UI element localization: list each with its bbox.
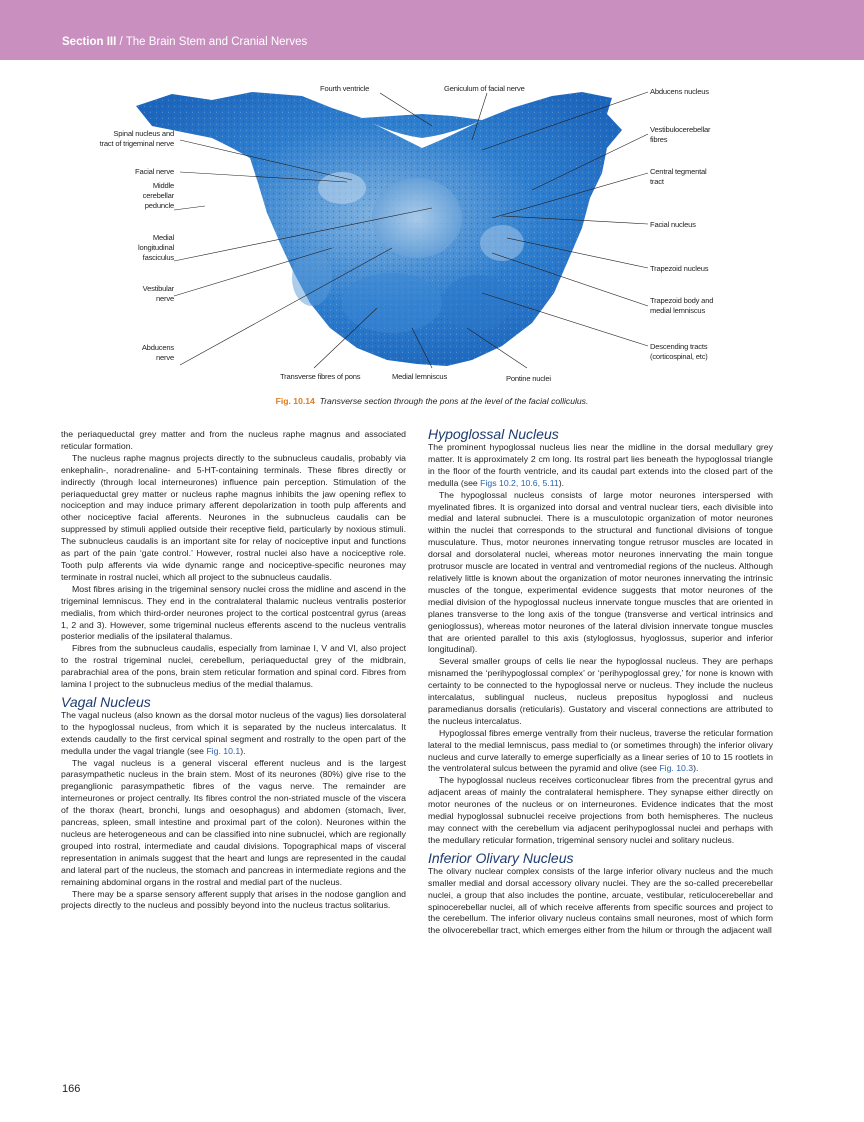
paragraph: Fibres from the subnucleus caudalis, esp… <box>61 643 406 690</box>
paragraph: There may be a sparse sensory afferent s… <box>61 888 406 911</box>
section-title: The Brain Stem and Cranial Nerves <box>125 36 308 48</box>
label-trapezoid-body-1: Trapezoid body and <box>650 296 713 305</box>
paragraph-text: ). <box>240 745 246 756</box>
label-medial-lemniscus: Medial lemniscus <box>392 372 447 381</box>
paragraph: The vagal nucleus (also known as the dor… <box>61 710 406 758</box>
paragraph: Several smaller groups of cells lie near… <box>428 656 773 726</box>
paragraph: Most fibres arising in the trigeminal se… <box>61 583 406 642</box>
label-facial-nucleus: Facial nucleus <box>650 220 696 229</box>
page-number: 166 <box>62 1083 81 1095</box>
label-abducens-nerve-1: Abducens <box>142 343 175 352</box>
label-vestibulocerebellar-2: fibres <box>650 135 668 144</box>
left-column: the periaqueductal grey matter and from … <box>61 429 406 912</box>
figure-reference-link[interactable]: Figs 10.2, 10.6, 5.11 <box>480 477 559 488</box>
label-mcp-2: cerebellar <box>143 191 175 200</box>
label-spinal-nucleus-1: Spinal nucleus and <box>113 129 174 138</box>
section-number: Section III <box>62 36 117 48</box>
section-header: Section III / The Brain Stem and Cranial… <box>0 0 864 60</box>
label-mcp-3: peduncle <box>145 201 174 210</box>
paragraph-text: ). <box>693 763 699 774</box>
paragraph-text: ). <box>558 477 565 488</box>
figure-pons-section: Fourth ventricle Geniculum of facial ner… <box>62 78 802 388</box>
caption-text: Transverse section through the pons at t… <box>319 396 589 406</box>
figure-caption: Fig. 10.14 Transverse section through th… <box>0 396 864 406</box>
heading-hypoglossal-nucleus: Hypoglossal Nucleus <box>428 426 559 442</box>
figure-reference-link[interactable]: Fig. 10.3 <box>659 763 694 774</box>
label-spinal-nucleus-2: tract of trigeminal nerve <box>100 139 174 148</box>
label-fourth-ventricle: Fourth ventricle <box>320 84 369 93</box>
heading-inferior-olivary-nucleus: Inferior Olivary Nucleus <box>428 849 574 866</box>
label-facial-nerve: Facial nerve <box>135 167 174 176</box>
figure-reference-link[interactable]: Fig. 10.1 <box>206 745 241 756</box>
running-head: Section III / The Brain Stem and Cranial… <box>62 36 307 48</box>
label-vestibular-nerve-1: Vestibular <box>143 284 175 293</box>
paragraph: The hypoglossal nucleus receives cortico… <box>428 775 773 845</box>
paragraph-text: Hypoglossal fibres emerge ventrally from… <box>428 727 773 774</box>
paragraph: The vagal nucleus is a general visceral … <box>61 757 406 887</box>
paragraph: The prominent hypoglossal nucleus lies n… <box>428 442 773 490</box>
label-mcp-1: Middle <box>153 181 174 190</box>
label-mlf-1: Medial <box>153 233 175 242</box>
right-column: Hypoglossal Nucleus The prominent hypogl… <box>428 426 773 937</box>
figure-number: Fig. 10.14 <box>275 396 315 406</box>
label-ctt-2: tract <box>650 177 665 186</box>
label-trapezoid-nucleus: Trapezoid nucleus <box>650 264 709 273</box>
label-geniculum: Geniculum of facial nerve <box>444 84 525 93</box>
label-vestibular-nerve-2: nerve <box>156 294 174 303</box>
pons-section-image: Fourth ventricle Geniculum of facial ner… <box>100 84 714 383</box>
label-ctt-1: Central tegmental <box>650 167 707 176</box>
label-abducens-nucleus: Abducens nucleus <box>650 87 709 96</box>
label-pontine-nuclei: Pontine nuclei <box>506 374 551 383</box>
paragraph: The hypoglossal nucleus consists of larg… <box>428 489 773 655</box>
label-abducens-nerve-2: nerve <box>156 353 174 362</box>
paragraph: The olivary nuclear complex consists of … <box>428 865 773 936</box>
label-descending-2: (corticospinal, etc) <box>650 352 708 361</box>
paragraph: Hypoglossal fibres emerge ventrally from… <box>428 728 773 776</box>
label-trapezoid-body-2: medial lemniscus <box>650 306 705 315</box>
paragraph: The nucleus raphe magnus projects direct… <box>61 452 406 582</box>
heading-vagal-nucleus: Vagal Nucleus <box>61 693 151 710</box>
paragraph-text: The prominent hypoglossal nucleus lies n… <box>428 442 773 488</box>
running-head-separator: / <box>116 36 126 48</box>
label-descending-1: Descending tracts <box>650 342 708 351</box>
label-mlf-3: fasciculus <box>143 253 175 262</box>
paragraph-text: The vagal nucleus (also known as the dor… <box>61 709 406 756</box>
label-mlf-2: longitudinal <box>138 243 175 252</box>
label-transverse-fibres: Transverse fibres of pons <box>280 372 361 381</box>
label-vestibulocerebellar-1: Vestibulocerebellar <box>650 125 711 134</box>
paragraph: the periaqueductal grey matter and from … <box>61 429 406 451</box>
